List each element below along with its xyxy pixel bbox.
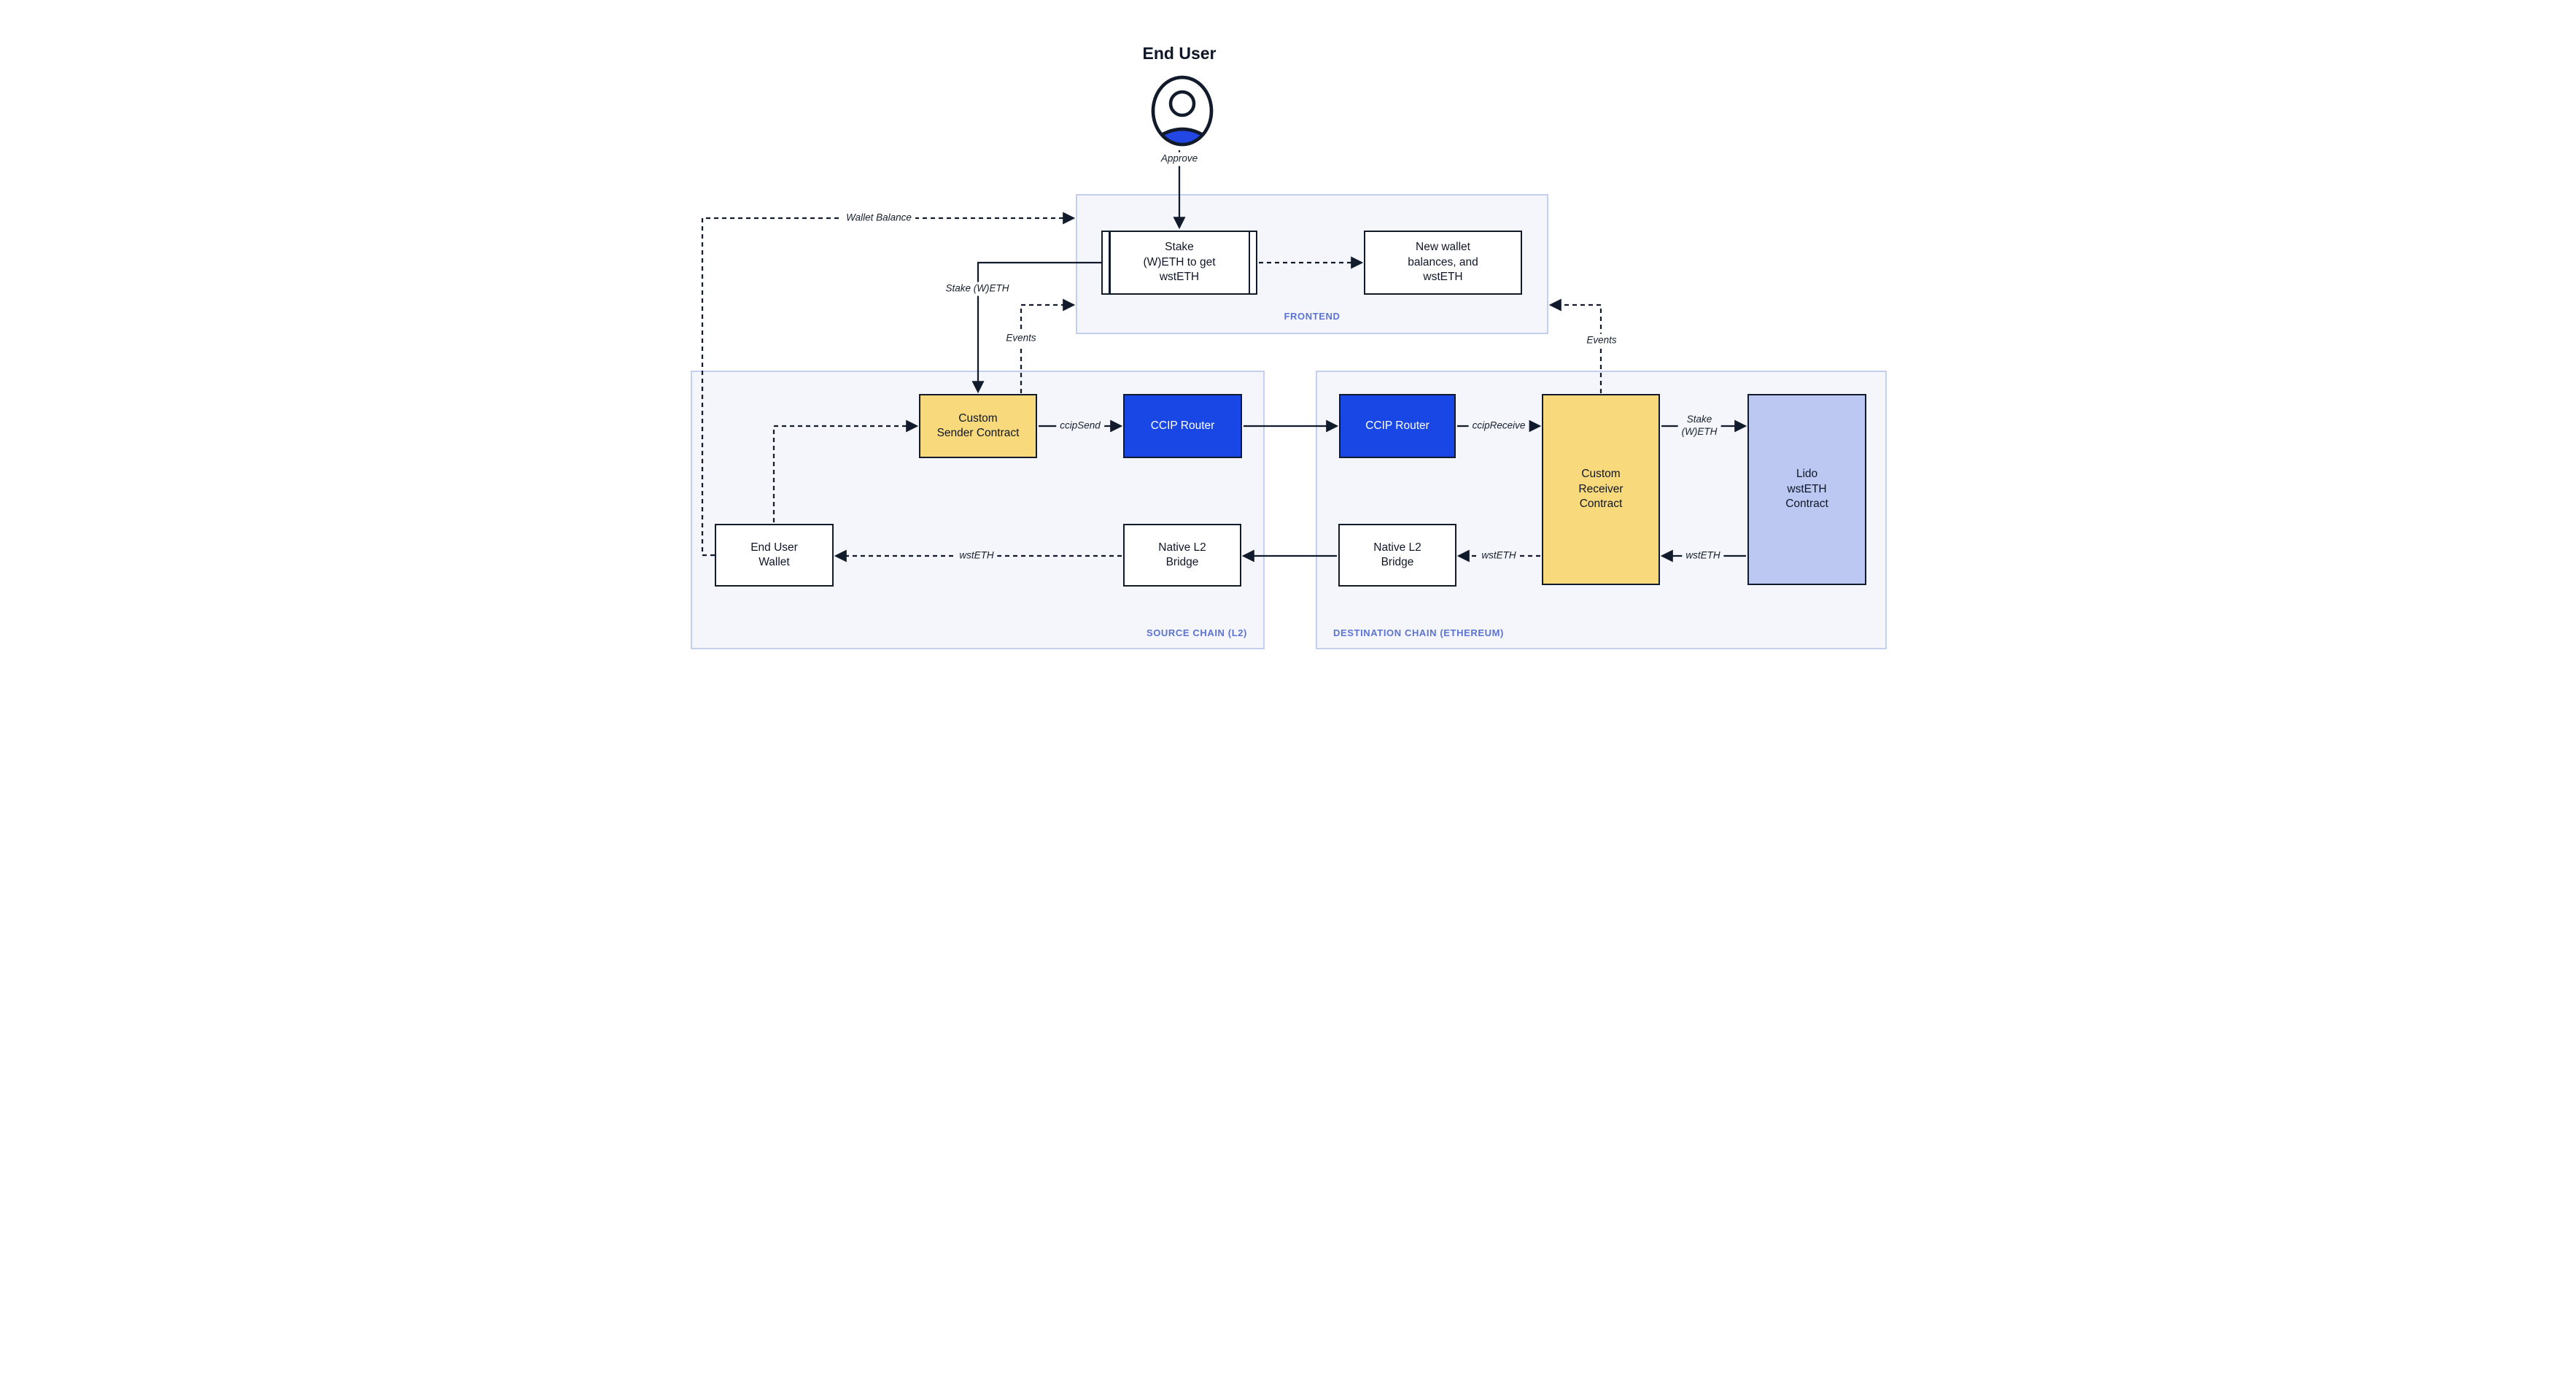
custom-sender-contract: Custom Sender Contract (919, 394, 1037, 458)
stake-weth-right-edge-label: Stake (W)ETH (1677, 413, 1721, 439)
approve-edge-label: Approve (1157, 152, 1202, 166)
ccipreceive-edge-label: ccipReceive (1468, 419, 1529, 433)
wsteth-lido-to-receiver-label: wstETH (1682, 549, 1724, 563)
end-user-title: End User (1142, 44, 1217, 63)
stake-weth-box: Stake (W)ETH to get wstETH (1101, 231, 1257, 295)
custom-receiver-contract: Custom Receiver Contract (1542, 394, 1660, 585)
events-right-edge-label: Events (1583, 333, 1621, 348)
wallet-balance-edge-label: Wallet Balance (842, 211, 915, 225)
ccip-router-source: CCIP Router (1123, 394, 1242, 458)
diagram-edges (701, 150, 1747, 562)
new-wallet-balances-box: New wallet balances, and wstETH (1364, 231, 1522, 295)
native-l2-bridge-destination: Native L2 Bridge (1338, 524, 1456, 587)
end-user-wallet: End User Wallet (715, 524, 834, 587)
ccip-staking-diagram: End User Stake (W)ETH to get wstETH New … (644, 0, 1932, 700)
destination-chain-label: DESTINATION CHAIN (ETHEREUM) (1333, 627, 1504, 638)
wsteth-receiver-to-bridge-label: wstETH (1478, 549, 1520, 563)
wsteth-bridge-to-wallet-label: wstETH (955, 549, 998, 563)
stake-weth-left-edge-label: Stake (W)ETH (942, 282, 1013, 296)
frontend-label: FRONTEND (1284, 311, 1341, 322)
native-l2-bridge-source: Native L2 Bridge (1123, 524, 1241, 587)
lido-wsteth-contract: Lido wstETH Contract (1747, 394, 1866, 585)
process-bar-right (1248, 232, 1250, 293)
events-left-edge-label: Events (1002, 331, 1040, 346)
process-bar-left (1109, 232, 1111, 293)
ccip-router-destination: CCIP Router (1339, 394, 1456, 458)
end-user-icon (1149, 73, 1216, 149)
ccipsend-edge-label: ccipSend (1056, 419, 1104, 433)
source-chain-label: SOURCE CHAIN (L2) (1146, 627, 1247, 638)
